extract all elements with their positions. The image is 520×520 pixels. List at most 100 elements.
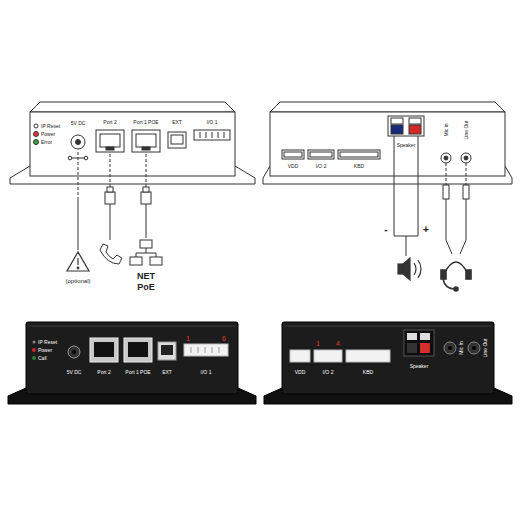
speaker-wire (418, 136, 419, 236)
front-panel-drawing (136, 134, 156, 147)
led-label: IP Reset (38, 340, 57, 345)
audio-cable (446, 240, 452, 254)
front-panel-drawing (212, 132, 213, 138)
port-label: Port 1 POE (133, 120, 158, 125)
port-label: EXT (162, 370, 172, 375)
network-symbol (156, 253, 157, 257)
port-label: 5V DC (67, 370, 82, 375)
port-label: KBD (363, 370, 373, 375)
rear-panel-photo (284, 326, 492, 327)
headset-symbol (441, 262, 471, 291)
cable-line (78, 152, 146, 250)
front-panel-photo (191, 347, 192, 353)
speaker-symbol (403, 258, 410, 280)
polarity-sign: + (423, 225, 429, 235)
rear-panel-drawing (391, 125, 403, 134)
icon-label: (optional) (65, 278, 90, 284)
front-panel-drawing (30, 112, 235, 176)
front-panel-drawing (218, 132, 219, 138)
port-label: Mic In (459, 341, 464, 354)
front-panel-photo (90, 338, 118, 362)
audio-cable (443, 185, 449, 199)
rear-panel-drawing (444, 156, 448, 160)
speaker-symbol (398, 264, 403, 274)
front-panel-photo (205, 347, 206, 353)
port-label: KBD (354, 164, 364, 169)
rear-panel-photo (404, 330, 434, 356)
led-label: Call (38, 356, 47, 361)
front-panel-photo (128, 342, 148, 357)
front-panel-drawing (68, 156, 72, 160)
front-panel-drawing (194, 130, 230, 140)
pin-number: 4 (336, 340, 340, 347)
port-label: Line Out (483, 339, 488, 358)
front-panel-photo (94, 342, 114, 357)
front-panel-drawing (34, 140, 39, 145)
audio-cable (466, 163, 467, 185)
port-label: Line Out (464, 121, 469, 140)
port-label: I/O 1 (207, 120, 218, 125)
warning-symbol (77, 267, 79, 269)
audio-cable (443, 163, 469, 254)
headset-symbol (466, 270, 471, 279)
rear-panel-photo (346, 350, 390, 362)
front-panel-photo (33, 341, 36, 344)
rear-panel-drawing (409, 118, 421, 124)
led-label: Power (38, 348, 52, 353)
rear-panel-drawing (340, 152, 378, 157)
rear-panel-photo (472, 346, 476, 350)
front-panel-photo (212, 347, 213, 353)
rear-panel-photo (420, 333, 430, 340)
front-panel-photo (158, 342, 176, 360)
front-panel-photo (26, 322, 238, 394)
front-panel-photo (72, 350, 76, 354)
polarity-sign: - (384, 225, 387, 235)
warning-symbol (67, 252, 89, 271)
port-label: I/O 2 (316, 164, 327, 169)
front-panel-drawing (76, 140, 81, 145)
cable-line (78, 200, 79, 250)
icon-label: NET (137, 272, 155, 281)
rear-panel-drawing (338, 150, 380, 159)
rear-panel-photo (407, 343, 417, 353)
speaker-wire (406, 236, 407, 256)
port-label: Mic in (444, 123, 449, 136)
rear-panel-drawing (388, 116, 424, 136)
port-label: 5V DC (71, 121, 86, 126)
audio-cable (446, 163, 447, 185)
front-panel-drawing (200, 132, 201, 138)
port-label: VDD (295, 370, 306, 375)
handset-symbol (100, 244, 122, 264)
front-panel-photo (184, 344, 228, 356)
rear-panel-drawing (263, 102, 512, 184)
led-label: IP Reset (41, 124, 60, 129)
front-panel-drawing (84, 156, 88, 160)
front-panel-photo (68, 346, 80, 358)
rear-panel-drawing (310, 152, 332, 157)
cable-line (146, 204, 147, 238)
network-symbol (130, 240, 162, 265)
front-panel-photo (32, 348, 36, 352)
port-label: VDD (288, 164, 299, 169)
rear-panel-drawing (409, 125, 421, 134)
rear-panel-drawing (464, 156, 468, 160)
warning-symbol (77, 258, 78, 265)
front-panel-photo (124, 338, 152, 362)
front-panel-drawing (96, 130, 124, 152)
port-label: Port 2 (103, 120, 116, 125)
rear-panel-photo (468, 342, 480, 354)
plug-symbol (105, 187, 151, 204)
rear-panel-drawing (461, 153, 471, 163)
icon-label: PoE (137, 283, 155, 292)
port-label: I/O 2 (323, 370, 334, 375)
front-panel-drawing (206, 132, 207, 138)
headset-symbol (443, 279, 455, 289)
speaker-symbol (418, 260, 421, 278)
network-symbol (130, 257, 142, 265)
led-label: Error (41, 140, 52, 145)
rear-panel-drawing (270, 102, 505, 112)
front-panel-photo (32, 356, 36, 360)
rear-panel-drawing (308, 150, 334, 159)
front-panel-drawing (71, 135, 85, 149)
